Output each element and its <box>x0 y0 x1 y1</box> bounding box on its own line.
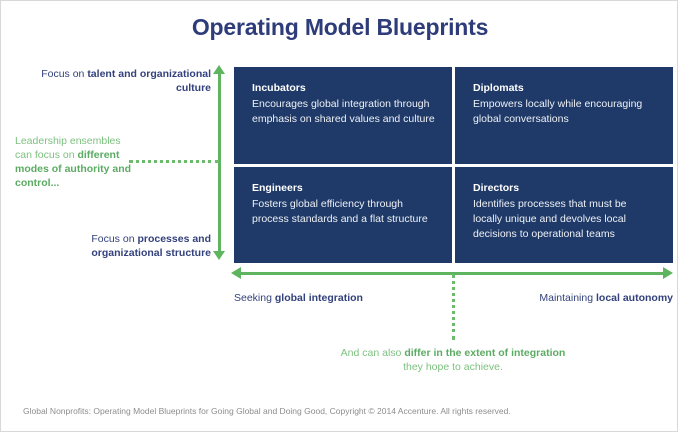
left-note-connector-line <box>129 160 219 163</box>
axis-label-text-bold: processes and organizational structure <box>91 233 211 259</box>
quadrant-description: Identifies processes that must be locall… <box>473 197 627 240</box>
annotation-text-bold: different modes of authority and control… <box>15 149 132 189</box>
footer-copyright: Global Nonprofits: Operating Model Bluep… <box>23 406 511 416</box>
axis-label-text-bold: local autonomy <box>595 292 673 304</box>
axis-label-text-plain: Focus on <box>91 233 138 245</box>
axis-label-text-plain: Focus on <box>41 68 88 80</box>
quadrant-incubators[interactable]: Incubators Encourages global integration… <box>234 67 452 164</box>
annotation-text-bold: differ in the extent of integration <box>404 347 566 359</box>
quadrant-diplomats[interactable]: Diplomats Empowers locally while encoura… <box>455 67 673 164</box>
horizontal-axis-arrow-left-icon <box>231 267 241 279</box>
quadrant-directors[interactable]: Directors Identifies processes that must… <box>455 166 673 263</box>
quadrant-title: Directors <box>473 181 520 194</box>
quadrant-title: Diplomats <box>473 82 524 94</box>
horizontal-axis-line <box>241 272 666 275</box>
axis-label-text-plain: Maintaining <box>539 292 596 304</box>
page-title: Operating Model Blueprints <box>191 14 489 40</box>
quadrant-description: Encourages global integration through em… <box>252 98 435 125</box>
annotation-text-tail: they hope to achieve. <box>403 361 503 373</box>
vertical-axis-arrow-up-icon <box>213 65 225 74</box>
quadrant-engineers[interactable]: Engineers Fosters global efficiency thro… <box>234 166 452 263</box>
bottom-note-connector-line <box>452 274 455 340</box>
quadrant-title: Incubators <box>252 82 306 94</box>
annotation-text-plain: And can also <box>340 347 405 359</box>
quadrant-matrix: Incubators Encourages global integration… <box>234 67 673 263</box>
annotation-vertical-axis: Leadership ensembles can focus on differ… <box>15 134 133 190</box>
quadrant-description: Empowers locally while encouraging globa… <box>473 98 643 125</box>
vertical-axis-arrow-down-icon <box>213 251 225 260</box>
horizontal-axis-arrow-right-icon <box>663 267 673 279</box>
axis-label-text-plain: Seeking <box>234 292 275 304</box>
axis-label-horizontal-right: Maintaining local autonomy <box>521 291 673 305</box>
axis-label-vertical-bottom: Focus on processes and organizational st… <box>41 232 211 260</box>
annotation-text-plain: Leadership ensembles can focus on <box>15 135 121 161</box>
axis-label-vertical-top: Focus on talent and organizational cultu… <box>41 67 211 95</box>
axis-label-horizontal-left: Seeking global integration <box>234 291 414 305</box>
axis-label-text-bold: global integration <box>274 292 363 304</box>
axis-label-text-bold: talent and organizational culture <box>87 68 211 94</box>
annotation-horizontal-axis: And can also differ in the extent of int… <box>331 346 575 374</box>
vertical-axis-line <box>218 73 221 254</box>
quadrant-description: Fosters global efficiency through proces… <box>252 197 428 225</box>
quadrant-title: Engineers <box>252 181 303 194</box>
